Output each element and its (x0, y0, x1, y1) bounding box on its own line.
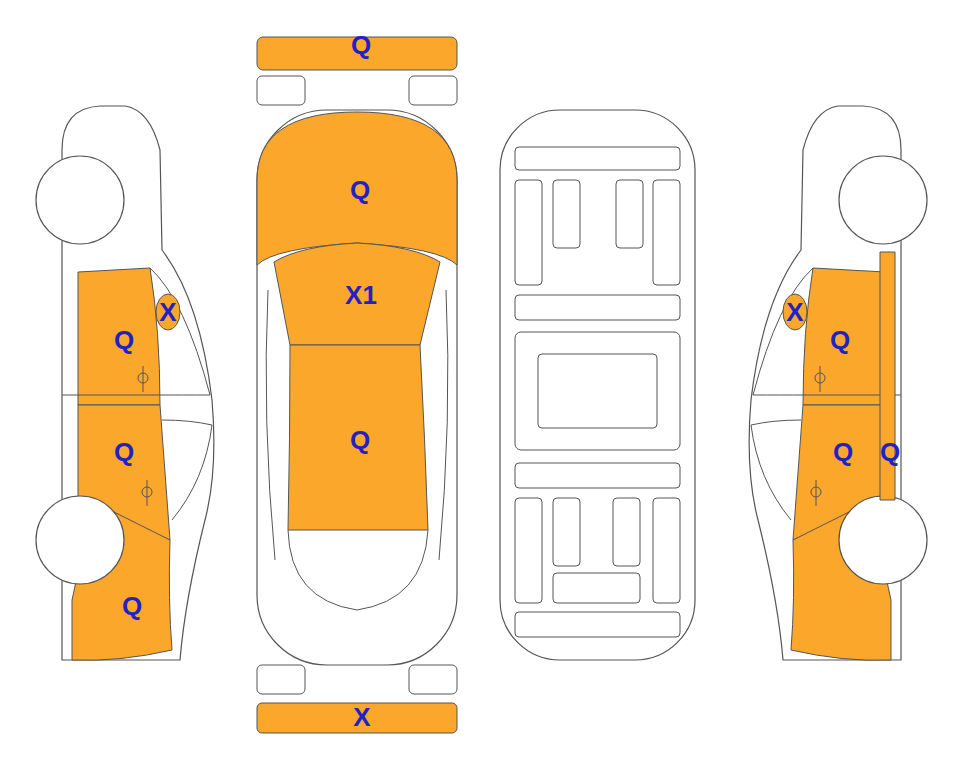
damage-code: Q (351, 32, 371, 58)
damage-code: X (159, 299, 176, 325)
damage-code: Q (830, 327, 850, 353)
damage-code: X (353, 704, 370, 730)
damage-code: Q (350, 177, 370, 203)
damage-code: X1 (345, 282, 377, 308)
damage-code: Q (880, 439, 900, 465)
damage-code: Q (114, 327, 134, 353)
damage-code: Q (122, 593, 142, 619)
damage-code: X (786, 299, 803, 325)
damage-code: Q (350, 427, 370, 453)
damage-code: Q (114, 439, 134, 465)
damage-code: Q (833, 439, 853, 465)
